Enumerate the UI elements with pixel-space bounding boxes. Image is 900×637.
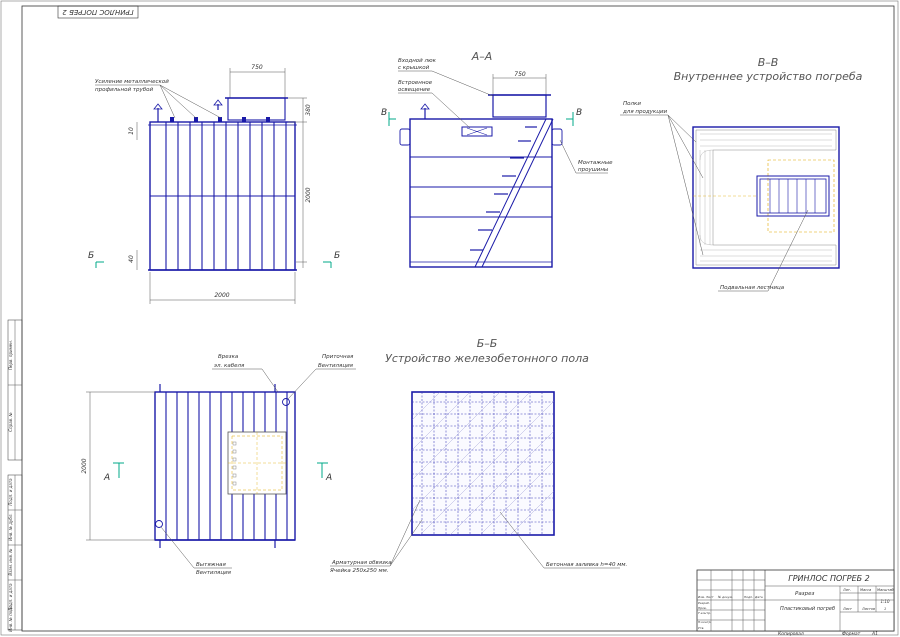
ladder-note: Подвальная лестница: [720, 285, 785, 291]
cable-note-2: эл. кабеля: [214, 363, 245, 369]
title-block: ГРИНЛОС ПОГРЕБ 2 Разрез Пластиковый погр…: [696, 569, 894, 632]
side-stamp-0: Перв. примен.: [8, 340, 13, 370]
section-a-a: А–А 750: [381, 50, 613, 268]
floor-subtitle: Устройство железобетонного пола: [385, 352, 589, 365]
side-stamp-4: Взам. инв. №: [8, 548, 13, 575]
side-stamp: Перв. примен. Справ. № Подп. и дата Инв.…: [7, 319, 23, 632]
title-block-col-0: № докум.: [717, 595, 733, 599]
title-block-sheet: Лист: [842, 607, 853, 611]
title-block-col-2: Дата: [754, 595, 763, 599]
light-fixture-icon: [461, 126, 493, 137]
exhaust-vent-icon: [155, 520, 163, 528]
supply-note-1: Приточная: [322, 354, 354, 360]
copied-label: Копировал: [778, 631, 804, 637]
format-value: А1: [871, 631, 878, 637]
concrete-note: Бетонная заливка h=40 мм.: [546, 562, 628, 568]
section-v-v: В–В Внутреннее устройство погреба Полки …: [620, 56, 863, 292]
side-stamp-2: Подп. и дата: [8, 478, 13, 506]
title-block-row-4: Н.контр.: [698, 620, 711, 624]
top-stamp-text: ГРИНЛОС ПОГРЕБ 2: [62, 8, 134, 16]
title-block-col-scale: Масштаб: [877, 588, 894, 592]
title-block-col-1: Подп.: [744, 595, 753, 599]
section-v-v-subtitle: Внутреннее устройство погреба: [674, 70, 863, 83]
title-block-col-lit: Лит.: [842, 588, 851, 592]
title-block-row-1: Разраб.: [698, 601, 710, 605]
title-block-row-3: Т.контр.: [698, 611, 711, 615]
light-note-1: Встроенное: [398, 80, 433, 86]
side-stamp-3: Инв. № дубл.: [8, 513, 13, 540]
inner-frame: [21, 5, 895, 632]
shelves-note-2: для продукции: [622, 109, 668, 115]
dim-plan-2000: 2000: [81, 458, 88, 473]
light-note-2: освещение: [398, 87, 431, 93]
dim-2000-vertical: 2000: [305, 187, 312, 202]
cut-mark-a-left: А: [103, 473, 110, 483]
title-block-name: ГРИНЛОС ПОГРЕБ 2: [788, 574, 870, 583]
dim-750-b: 750: [514, 71, 526, 78]
reinforcement-note-2: профильной трубой: [95, 87, 153, 93]
title-block-scale: 1:10: [881, 599, 890, 604]
reinforcement-note-1: Усиление металлической: [95, 79, 169, 85]
cable-note-1: Врезка: [218, 354, 239, 360]
dim-380: 380: [305, 104, 312, 116]
hatch-note-2: с крышкой: [398, 65, 430, 71]
dim-2000-width: 2000: [214, 292, 229, 299]
title-block-row-2: Пров.: [698, 606, 707, 610]
side-stamp-1: Справ. №: [8, 412, 13, 431]
supply-vent-icon: [282, 398, 290, 406]
lug-note-2: проушины: [578, 167, 609, 173]
top-stamp: ГРИНЛОС ПОГРЕБ 2: [57, 5, 139, 19]
dim-40: 40: [128, 255, 135, 263]
side-stamp-6: Инв. № подл.: [8, 604, 13, 632]
section-a-a-title: А–А: [471, 50, 493, 63]
cut-mark-v-left: В: [381, 108, 387, 118]
title-block-doc: Разрез: [795, 591, 814, 597]
lug-note-1: Монтажные: [578, 160, 613, 166]
rebar-note-2: Ячейка 250х250 мм.: [329, 568, 389, 574]
title-block-row-5: Утв.: [698, 626, 704, 630]
cut-mark-b-left: Б: [88, 251, 94, 261]
supply-note-2: Вентиляция: [318, 363, 354, 369]
shelves-note-1: Полки: [623, 101, 641, 107]
exhaust-note-1: Вытяжная: [196, 562, 227, 568]
format-label: Формат: [842, 631, 861, 637]
rebar-note-1: Арматурная обвязка: [331, 560, 392, 566]
front-elevation: 750: [88, 64, 340, 304]
side-stamp-5: Подп. и дата: [8, 583, 13, 611]
title-block-col-mass: Масса: [860, 588, 871, 592]
cut-mark-v-right: В: [576, 108, 582, 118]
hatch-note-1: Входной люк: [398, 58, 437, 64]
floor-title: Б–Б: [477, 337, 498, 350]
cut-mark-b-right: Б: [334, 251, 340, 261]
dim-10: 10: [128, 127, 135, 135]
section-v-v-title: В–В: [758, 56, 779, 69]
floor-section: Б–Б Устройство железобетонного пола Арма…: [329, 337, 628, 574]
title-block-sheets: Листов: [861, 607, 875, 611]
dim-750-a: 750: [251, 64, 263, 71]
plan-view: 2000 А А Врезка эл. кабеля Приточная Вен…: [81, 354, 356, 576]
title-block-sheets-n: 1: [884, 607, 886, 611]
exhaust-note-2: Вентиляция: [196, 570, 232, 576]
cut-mark-a-right: А: [325, 473, 332, 483]
title-block-row-0: Изм. Лист: [698, 595, 714, 599]
title-block-product: Пластиковый погреб: [780, 606, 835, 612]
vent-pipe-icon: [153, 99, 223, 122]
